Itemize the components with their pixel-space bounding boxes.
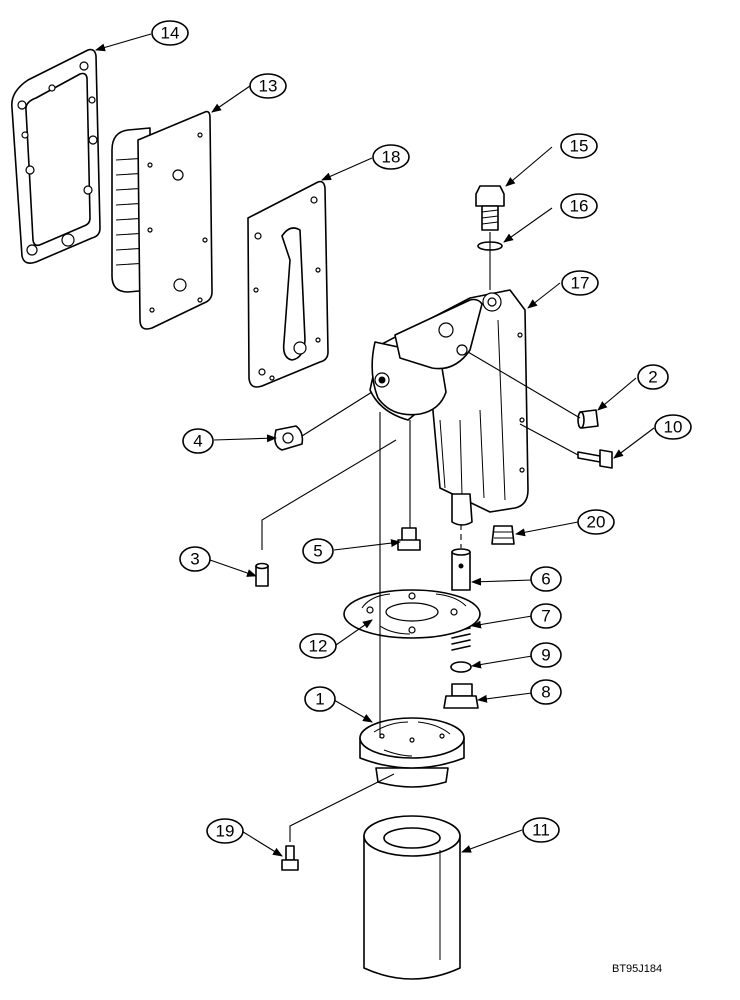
callout-11-label: 11 — [532, 821, 550, 840]
callout-18-label: 18 — [382, 148, 401, 167]
part-6-valve — [451, 548, 471, 591]
reference-code: BT95J184 — [612, 963, 662, 975]
callout-20[interactable]: 20 — [577, 509, 615, 535]
part-17-filter-head-housing — [369, 289, 529, 526]
part-18-gasket — [247, 180, 329, 388]
callout-12-label: 12 — [309, 637, 328, 656]
callout-2[interactable]: 2 — [637, 364, 669, 390]
callout-17[interactable]: 17 — [561, 270, 599, 296]
part-9-o-ring — [450, 661, 472, 673]
callout-6[interactable]: 6 — [530, 566, 562, 592]
part-11-oil-filter — [363, 815, 461, 980]
callout-9[interactable]: 9 — [530, 642, 562, 668]
callout-19[interactable]: 19 — [206, 818, 244, 844]
callout-6-label: 6 — [541, 570, 550, 589]
callout-17-label: 17 — [571, 274, 590, 293]
part-19-screw — [281, 845, 299, 871]
callout-14[interactable]: 14 — [151, 20, 189, 46]
callout-8-label: 8 — [541, 683, 550, 702]
callout-5[interactable]: 5 — [302, 538, 334, 564]
callout-1-label: 1 — [315, 690, 324, 709]
part-10-bolt — [577, 449, 613, 469]
callout-7-label: 7 — [541, 607, 550, 626]
callout-15-label: 15 — [570, 137, 589, 156]
callout-15[interactable]: 15 — [560, 133, 598, 159]
callouts: 14 13 18 15 16 17 2 10 4 20 3 5 6 7 12 9… — [151, 20, 692, 844]
callout-10-label: 10 — [664, 418, 683, 437]
callout-9-label: 9 — [541, 646, 550, 665]
callout-3-label: 3 — [190, 550, 199, 569]
part-20-cap — [491, 525, 515, 545]
callout-1[interactable]: 1 — [304, 686, 336, 712]
part-2-plug — [577, 409, 599, 429]
callout-2-label: 2 — [648, 368, 657, 387]
callout-8[interactable]: 8 — [530, 679, 562, 705]
callout-4-label: 4 — [193, 432, 202, 451]
part-14-gasket — [11, 48, 101, 264]
part-8-plug — [443, 683, 479, 709]
callout-16[interactable]: 16 — [560, 193, 598, 219]
callout-5-label: 5 — [313, 542, 322, 561]
callout-19-label: 19 — [216, 822, 235, 841]
callout-3[interactable]: 3 — [179, 546, 211, 572]
callout-leaders — [95, 33, 655, 857]
callout-4[interactable]: 4 — [182, 428, 214, 454]
part-1-filter-adapter — [359, 717, 465, 788]
part-13-oil-cooler — [111, 110, 213, 330]
part-3-dowel — [255, 562, 269, 587]
part-12-valve-plate — [343, 589, 481, 639]
part-15-plug — [475, 185, 505, 231]
callout-7[interactable]: 7 — [530, 603, 562, 629]
callout-18[interactable]: 18 — [372, 144, 410, 170]
callout-20-label: 20 — [587, 513, 606, 532]
callout-12[interactable]: 12 — [299, 633, 337, 659]
callout-16-label: 16 — [570, 197, 589, 216]
callout-14-label: 14 — [161, 24, 180, 43]
callout-10[interactable]: 10 — [654, 414, 692, 440]
part-5-fitting — [397, 527, 421, 551]
assembly-lines — [261, 232, 581, 842]
part-4-plug — [274, 425, 304, 451]
callout-11[interactable]: 11 — [522, 817, 560, 843]
callout-13-label: 13 — [259, 77, 278, 96]
callout-13[interactable]: 13 — [249, 73, 287, 99]
